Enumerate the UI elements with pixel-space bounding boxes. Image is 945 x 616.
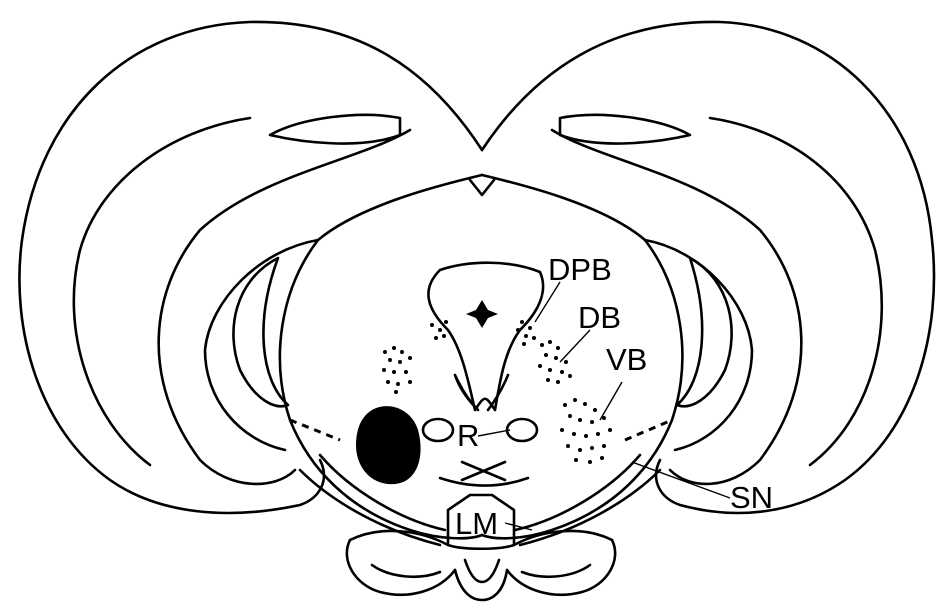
red-nucleus-right: [507, 419, 537, 441]
stipple-dpb-left: [430, 320, 448, 340]
lesion-blob: [356, 406, 421, 484]
leader-vb: [600, 382, 622, 420]
stipple-db-left: [382, 346, 412, 394]
leader-r: [478, 430, 510, 436]
decussation: [440, 462, 528, 486]
stipple-db-right: [538, 340, 572, 384]
leader-sn: [632, 462, 730, 498]
label-r: R: [457, 418, 479, 453]
label-sn: SN: [730, 480, 773, 515]
stipple-vb-right: [560, 398, 612, 464]
label-dpb: DPB: [548, 252, 612, 287]
red-nucleus-left: [423, 419, 453, 441]
label-lm: LM: [455, 506, 498, 541]
label-vb: VB: [606, 342, 647, 377]
label-db: DB: [578, 300, 621, 335]
